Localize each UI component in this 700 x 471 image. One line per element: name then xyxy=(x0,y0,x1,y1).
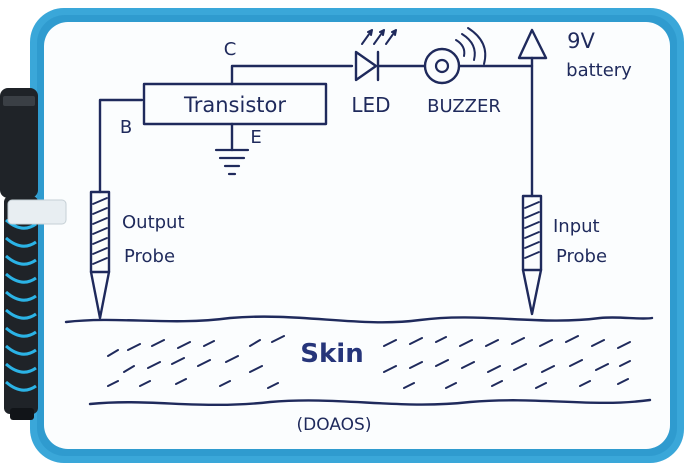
marker-clip xyxy=(7,199,67,225)
output-probe: Output Probe xyxy=(89,190,185,320)
skin-region: Skin (DOAOS) xyxy=(64,315,654,435)
skin-label: Skin xyxy=(300,339,363,369)
marker-body xyxy=(4,196,38,414)
emitter-label: E xyxy=(250,127,261,148)
battery-label-line1: 9V xyxy=(567,29,595,53)
transistor-label: Transistor xyxy=(183,93,286,117)
collector-label: C xyxy=(224,39,237,60)
input-probe-label-line1: Input xyxy=(553,216,600,237)
marker-icon xyxy=(0,88,67,420)
marker-cap xyxy=(0,88,38,198)
transistor: Transistor C B E xyxy=(120,39,328,148)
output-probe-label-line2: Probe xyxy=(124,246,175,267)
battery-label-line2: battery xyxy=(566,60,632,81)
transistor-box xyxy=(142,82,328,126)
marker-end xyxy=(10,408,34,420)
skin-texture xyxy=(107,335,631,389)
buzzer-icon: BUZZER xyxy=(423,27,501,117)
buzzer-label: BUZZER xyxy=(427,96,501,117)
input-probe: Input Probe xyxy=(521,194,607,316)
skin-caption: (DOAOS) xyxy=(297,415,372,435)
whiteboard xyxy=(30,8,684,463)
ground-icon xyxy=(214,148,250,176)
output-probe-label-line1: Output xyxy=(122,212,185,233)
input-probe-label-line2: Probe xyxy=(556,246,607,267)
base-label: B xyxy=(120,117,132,138)
battery-icon: 9V battery xyxy=(517,28,632,81)
skin-top-edge xyxy=(64,315,654,324)
marker-cap-band xyxy=(3,96,35,106)
led-icon: LED xyxy=(351,29,397,117)
led-label: LED xyxy=(351,93,390,117)
skin-bottom-edge xyxy=(88,398,652,407)
circuit-wires xyxy=(98,56,534,198)
